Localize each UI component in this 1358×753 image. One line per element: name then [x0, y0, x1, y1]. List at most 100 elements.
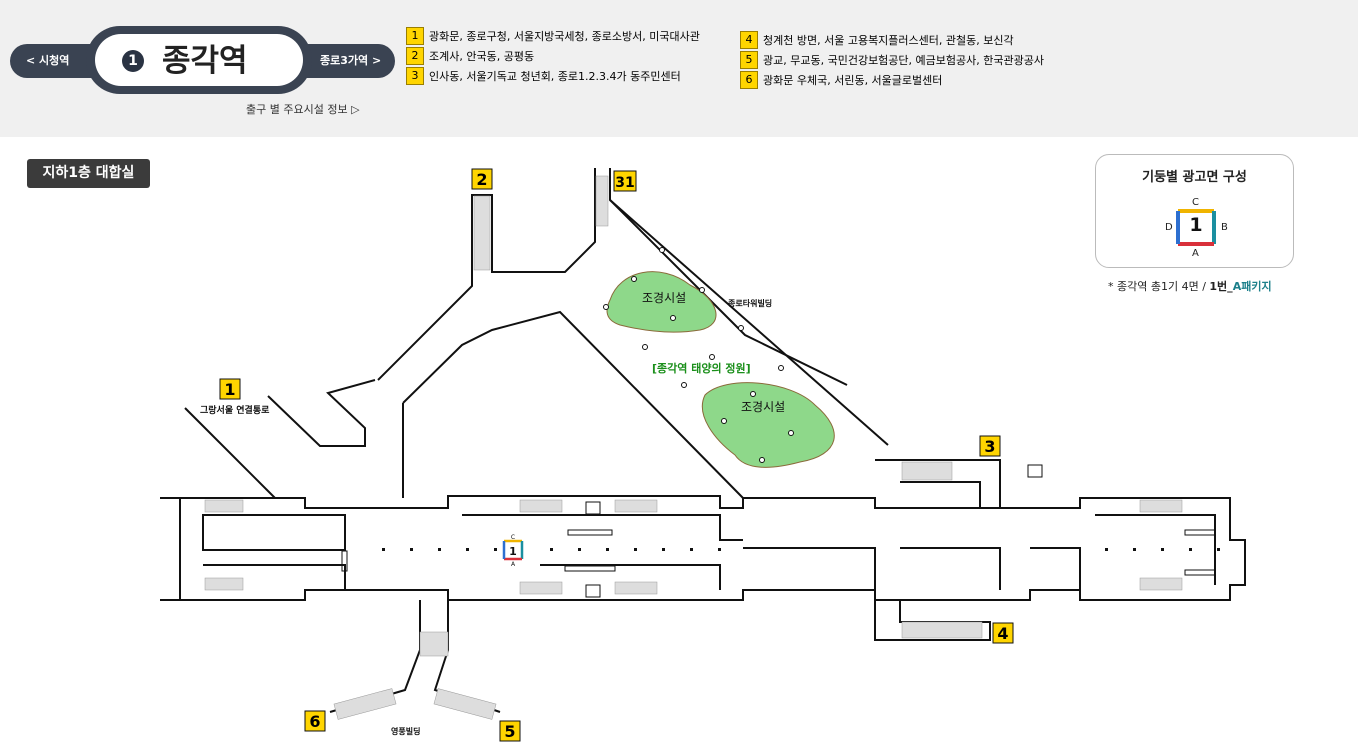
exit-facilities: 광교, 무교동, 국민건강보험공단, 예금보험공사, 한국관광공사	[763, 54, 1044, 67]
stairs	[1139, 577, 1183, 591]
station-floor-map: 1 2 31 3 4 5 6 그랑서울 연결통로 종로타워빌딩 영풍빌딩 조경시…	[160, 168, 1246, 742]
exit-row[interactable]: 3 인사동, 서울기독교 청년회, 종로1.2.3.4가 동주민센터	[406, 66, 681, 85]
exit-5-marker[interactable]	[499, 720, 521, 742]
fare-gate	[1184, 529, 1216, 536]
pillar	[699, 287, 705, 293]
pillar	[466, 548, 469, 551]
fare-gate	[564, 565, 616, 572]
exit31-stairs	[595, 175, 609, 227]
floor-label: 지하1층 대합실	[27, 159, 150, 188]
exit-4-marker[interactable]	[992, 622, 1014, 644]
wall	[1030, 547, 1081, 590]
exit-1-number: 1	[224, 380, 235, 399]
next-station-button[interactable]: 종로3가역 >	[320, 54, 382, 67]
exit-2-number: 2	[476, 170, 487, 189]
exit-3-1-number: 31	[615, 175, 634, 191]
pillar	[1189, 548, 1192, 551]
exit3-stairs	[901, 461, 953, 481]
corridor-wall	[609, 199, 889, 446]
corridor-wall	[609, 168, 848, 386]
map-walls	[160, 168, 1246, 713]
pillar-label-a: A	[1192, 248, 1199, 259]
label-grand-seoul: 그랑서울 연결통로	[200, 404, 270, 416]
exit-number-badge: 6	[740, 70, 758, 89]
fare-gate	[341, 550, 348, 572]
exit-facilities: 인사동, 서울기독교 청년회, 종로1.2.3.4가 동주민센터	[429, 70, 681, 83]
line-number-badge: 1	[122, 50, 144, 72]
pillar-ad-number: 1	[1189, 214, 1203, 236]
wall	[900, 547, 1001, 590]
pillar	[631, 276, 637, 282]
pillar	[738, 325, 744, 331]
pillar-ad-map-number: 1	[509, 545, 517, 558]
wall	[743, 547, 876, 590]
pillar	[670, 315, 676, 321]
pillar	[1133, 548, 1136, 551]
pillar	[759, 457, 765, 463]
fare-gate	[1184, 569, 1216, 576]
exit-2-marker[interactable]	[471, 168, 493, 190]
pillar-ad-diagram	[1176, 209, 1216, 246]
pillar	[606, 548, 609, 551]
pillar-ad-note: * 종각역 총1기 4면 / 1번_A패키지	[1108, 278, 1272, 294]
map-labels: 그랑서울 연결통로 종로타워빌딩 영풍빌딩	[200, 298, 772, 736]
exit3-wall	[900, 481, 981, 508]
wall	[1095, 514, 1216, 585]
pillar	[1217, 548, 1220, 551]
corridor-wall	[184, 407, 276, 499]
label-sun-garden: [종각역 태양의 정원]	[652, 361, 751, 375]
exit-number-badge: 3	[406, 66, 424, 85]
label-youngpoong: 영풍빌딩	[391, 726, 420, 736]
pillar	[788, 430, 794, 436]
note-bold: 1번_	[1209, 280, 1233, 293]
pillar-ad-title: 기둥별 광고면 구성	[1142, 170, 1247, 185]
inner-block	[202, 514, 346, 551]
pillar	[494, 548, 497, 551]
pillar	[550, 548, 553, 551]
elevator	[585, 501, 601, 515]
pillar-ad-box[interactable]	[504, 541, 522, 559]
stairs	[614, 581, 658, 595]
exit-number-badge: 2	[406, 46, 424, 65]
exit-1-marker[interactable]	[219, 378, 241, 400]
exit-4-number: 4	[997, 624, 1008, 643]
wall	[540, 564, 721, 590]
exit-6-marker[interactable]	[304, 710, 326, 732]
label-jongro-tower: 종로타워빌딩	[728, 298, 772, 308]
corridor-wall	[267, 379, 376, 447]
pillar-ad-location[interactable]: 1 C A	[502, 534, 524, 568]
pillar	[578, 548, 581, 551]
exit6-stairs	[333, 688, 397, 720]
exit5-stairs	[433, 688, 497, 720]
pillar	[410, 548, 413, 551]
exit-facility-info-link[interactable]: 출구 별 주요시설 정보 ▷	[246, 103, 360, 116]
exit-number-badge: 1	[406, 26, 424, 45]
elevator	[585, 584, 601, 598]
exit-6-number: 6	[309, 712, 320, 731]
pillar-label-d: D	[1165, 222, 1173, 233]
elevator	[1027, 464, 1043, 478]
exit4-stairs	[901, 621, 983, 639]
exit-3-number: 3	[984, 437, 995, 456]
exit-3-1-marker[interactable]	[613, 170, 637, 192]
note-package[interactable]: A패키지	[1232, 280, 1272, 293]
stairs	[204, 577, 244, 591]
pillar	[382, 548, 385, 551]
exit-3-marker[interactable]	[979, 435, 1001, 457]
exit-markers[interactable]: 1 2 31 3 4 5 6	[219, 168, 1014, 742]
pillar-ad-map-a: A	[511, 561, 516, 568]
exit-number-badge: 4	[740, 30, 758, 49]
exit4-wall	[874, 600, 991, 641]
pillar	[718, 548, 721, 551]
pillar	[659, 247, 665, 253]
stairs	[519, 581, 563, 595]
pillar	[750, 391, 756, 397]
prev-station-button[interactable]: < 시청역	[26, 54, 70, 67]
pillar	[778, 365, 784, 371]
pillar	[634, 548, 637, 551]
